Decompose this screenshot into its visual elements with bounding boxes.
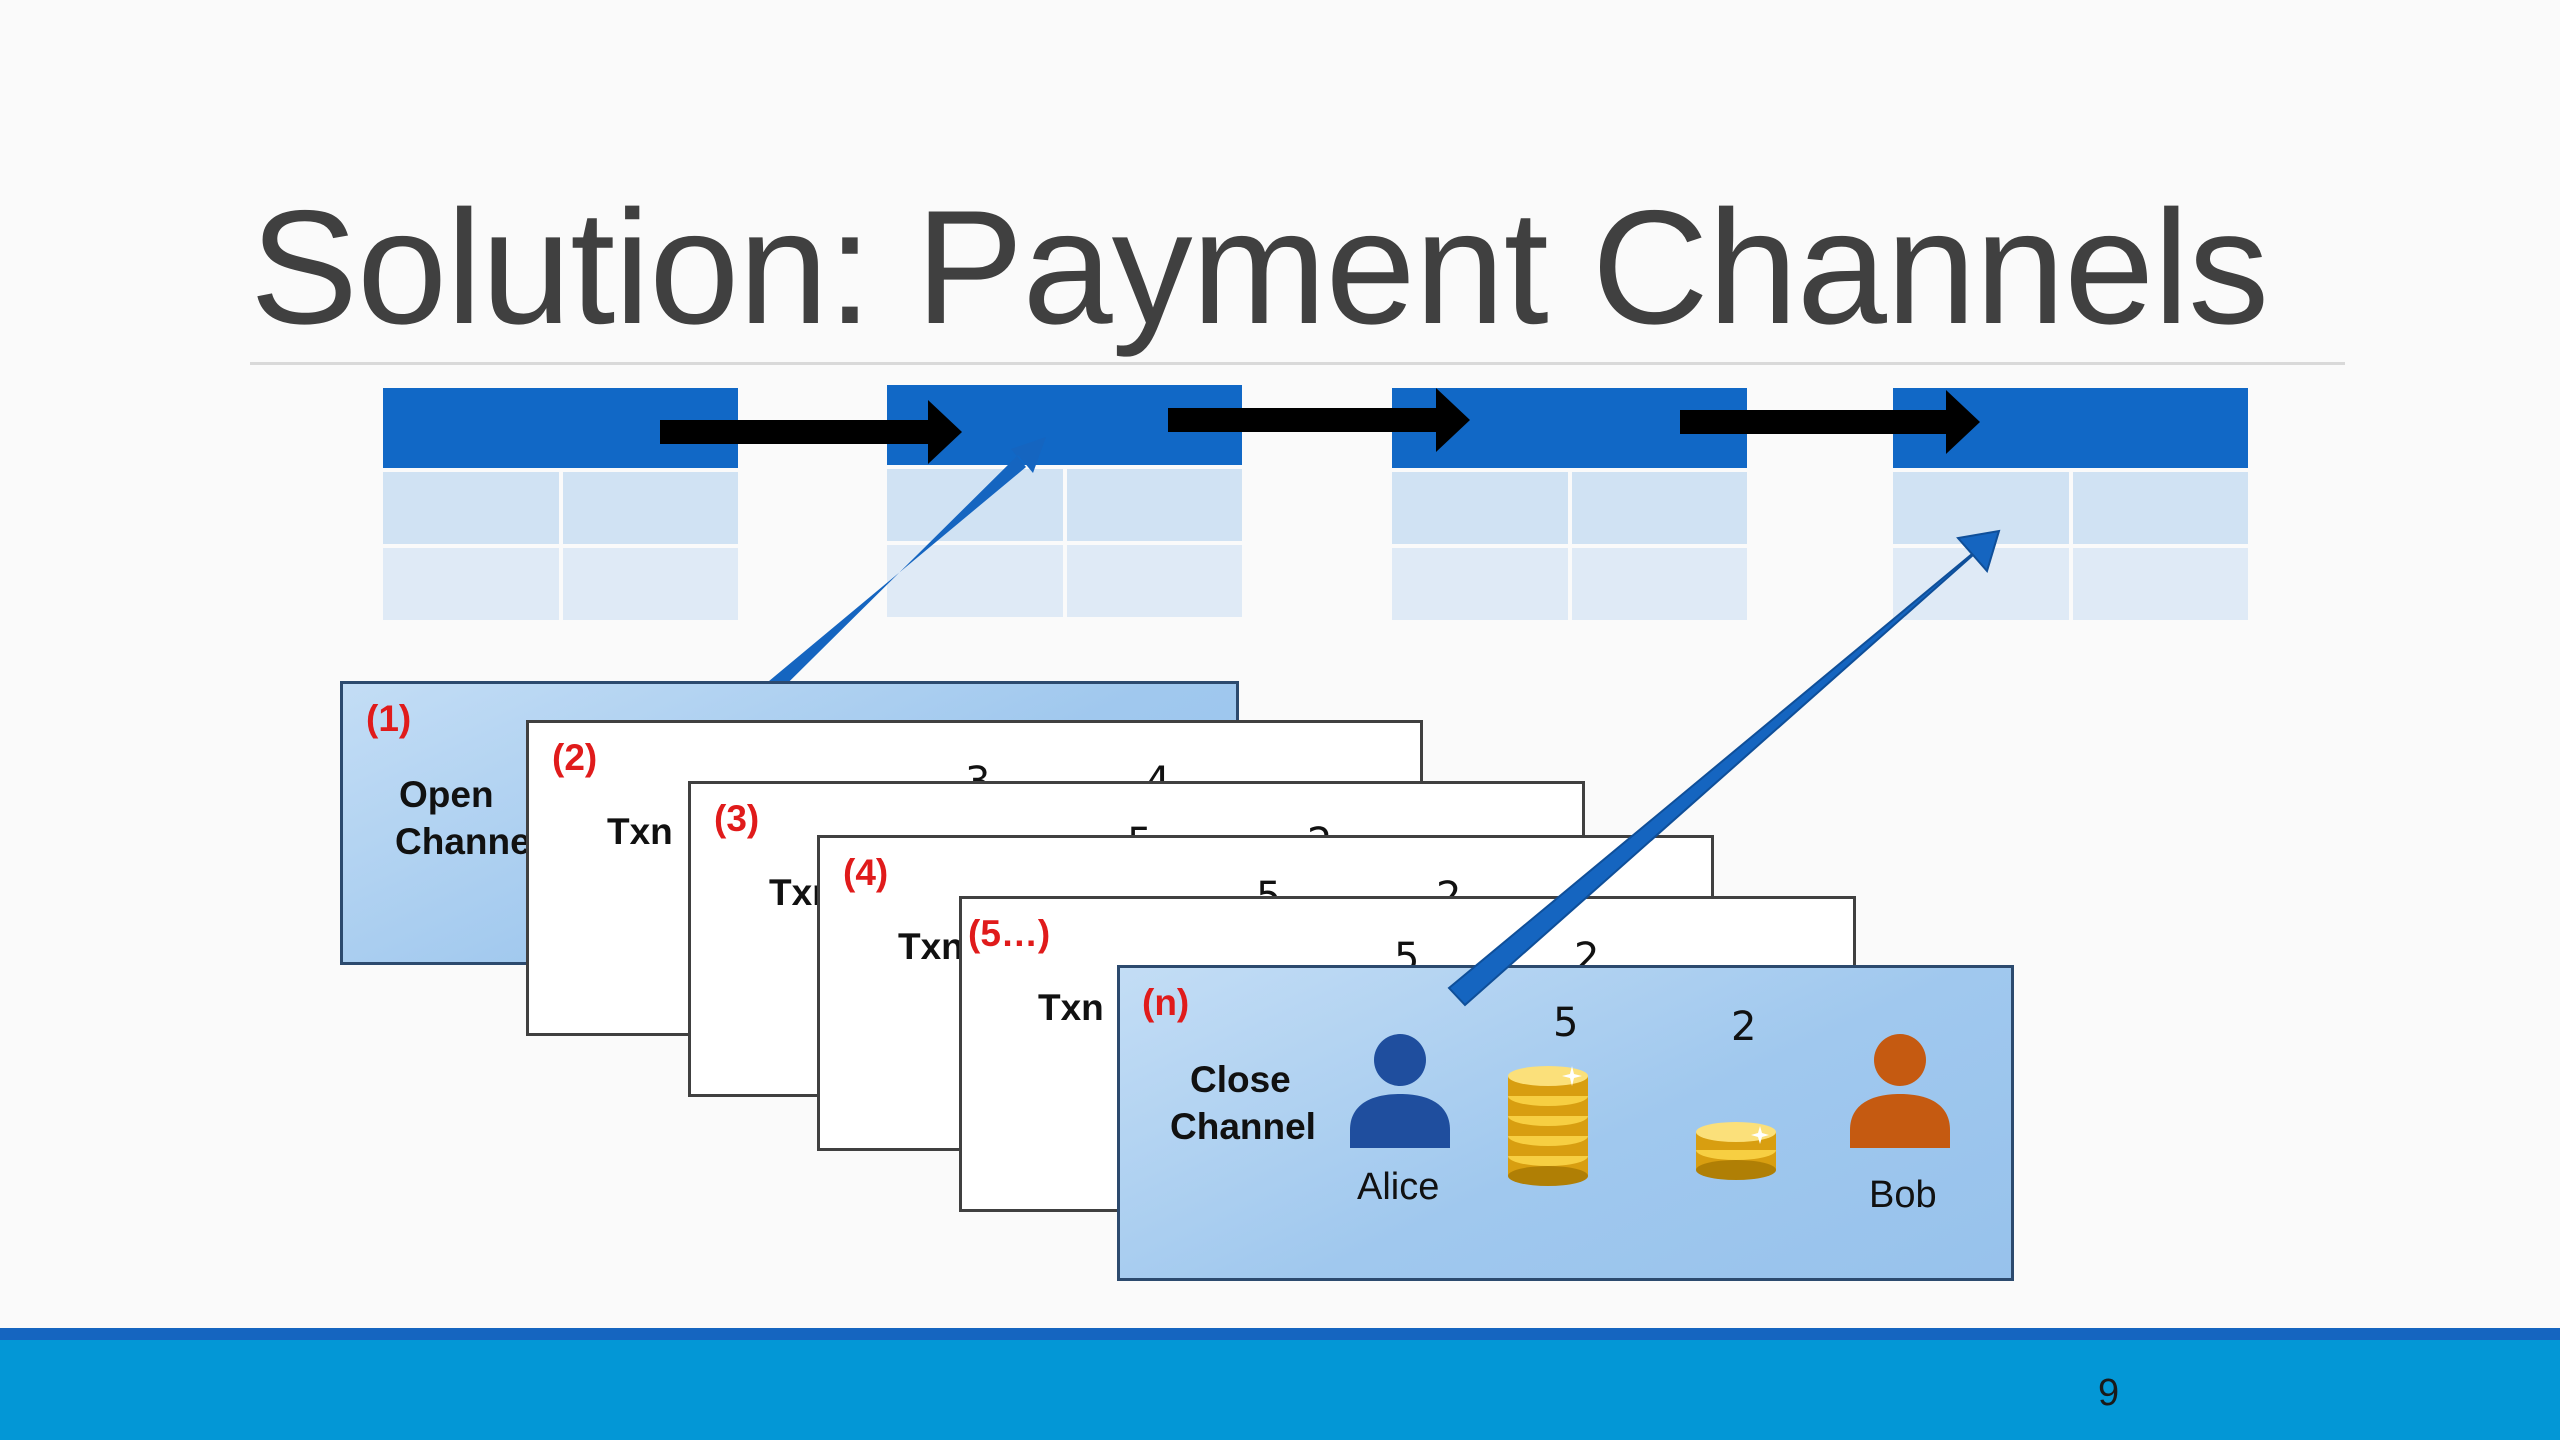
step-label: (1) <box>366 698 412 739</box>
txn-label: Txn <box>607 811 673 852</box>
close-channel-card: (n) Close Channel Alice 5 2 Bob <box>1117 965 2014 1281</box>
block-4 <box>1893 388 2248 620</box>
alice-coin-stack-icon <box>1508 1066 1588 1186</box>
card-label-line1: Close <box>1190 1059 1291 1100</box>
block-3 <box>1392 388 1747 620</box>
txn-label: Txn <box>898 926 964 967</box>
page-number: 9 <box>2098 1372 2120 1414</box>
alice-name: Alice <box>1357 1166 1440 1208</box>
bob-person-icon <box>1850 1034 1950 1148</box>
block-cell <box>1571 472 1747 544</box>
block-2 <box>887 385 1242 617</box>
card-label-line2: Channel <box>395 821 541 862</box>
block-header <box>887 385 1242 465</box>
block-cell <box>562 548 738 620</box>
block-cell <box>383 472 559 544</box>
block-body <box>1893 472 2248 620</box>
block-body <box>1392 472 1747 620</box>
slide-title: Solution: Payment Channels <box>250 177 2269 358</box>
title-divider <box>250 362 2345 365</box>
block-cell <box>562 472 738 544</box>
txn-label: Txn <box>1038 987 1104 1028</box>
card-label-line2: Channel <box>1170 1106 1316 1147</box>
block-body <box>383 472 738 620</box>
block-cell <box>1066 469 1242 541</box>
step-label: (3) <box>714 798 760 839</box>
block-header <box>1893 388 2248 468</box>
alice-final-amount: 5 <box>1553 1000 1579 1046</box>
block-body <box>887 469 1242 617</box>
block-cell <box>2072 548 2248 620</box>
bob-final-amount: 2 <box>1731 1004 1757 1050</box>
block-cell <box>1571 548 1747 620</box>
block-cell <box>1392 472 1568 544</box>
block-cell <box>887 469 1063 541</box>
footer-accent-line <box>0 1328 2560 1340</box>
block-cell <box>1893 548 2069 620</box>
step-label: (5…) <box>968 913 1051 954</box>
bob-name: Bob <box>1869 1174 1937 1216</box>
block-cell <box>1893 472 2069 544</box>
alice-person-icon <box>1350 1034 1450 1148</box>
block-cell <box>887 545 1063 617</box>
block-header <box>1392 388 1747 468</box>
step-label: (4) <box>843 852 889 893</box>
bob-coin-stack-icon <box>1696 1122 1776 1180</box>
block-cell <box>383 548 559 620</box>
step-label: (n) <box>1142 982 1190 1023</box>
block-1 <box>383 388 738 620</box>
block-header <box>383 388 738 468</box>
footer-bar <box>0 1340 2560 1440</box>
block-cell <box>1066 545 1242 617</box>
block-cell <box>2072 472 2248 544</box>
step-label: (2) <box>552 737 598 778</box>
card-label-line1: Open <box>399 774 494 815</box>
block-cell <box>1392 548 1568 620</box>
